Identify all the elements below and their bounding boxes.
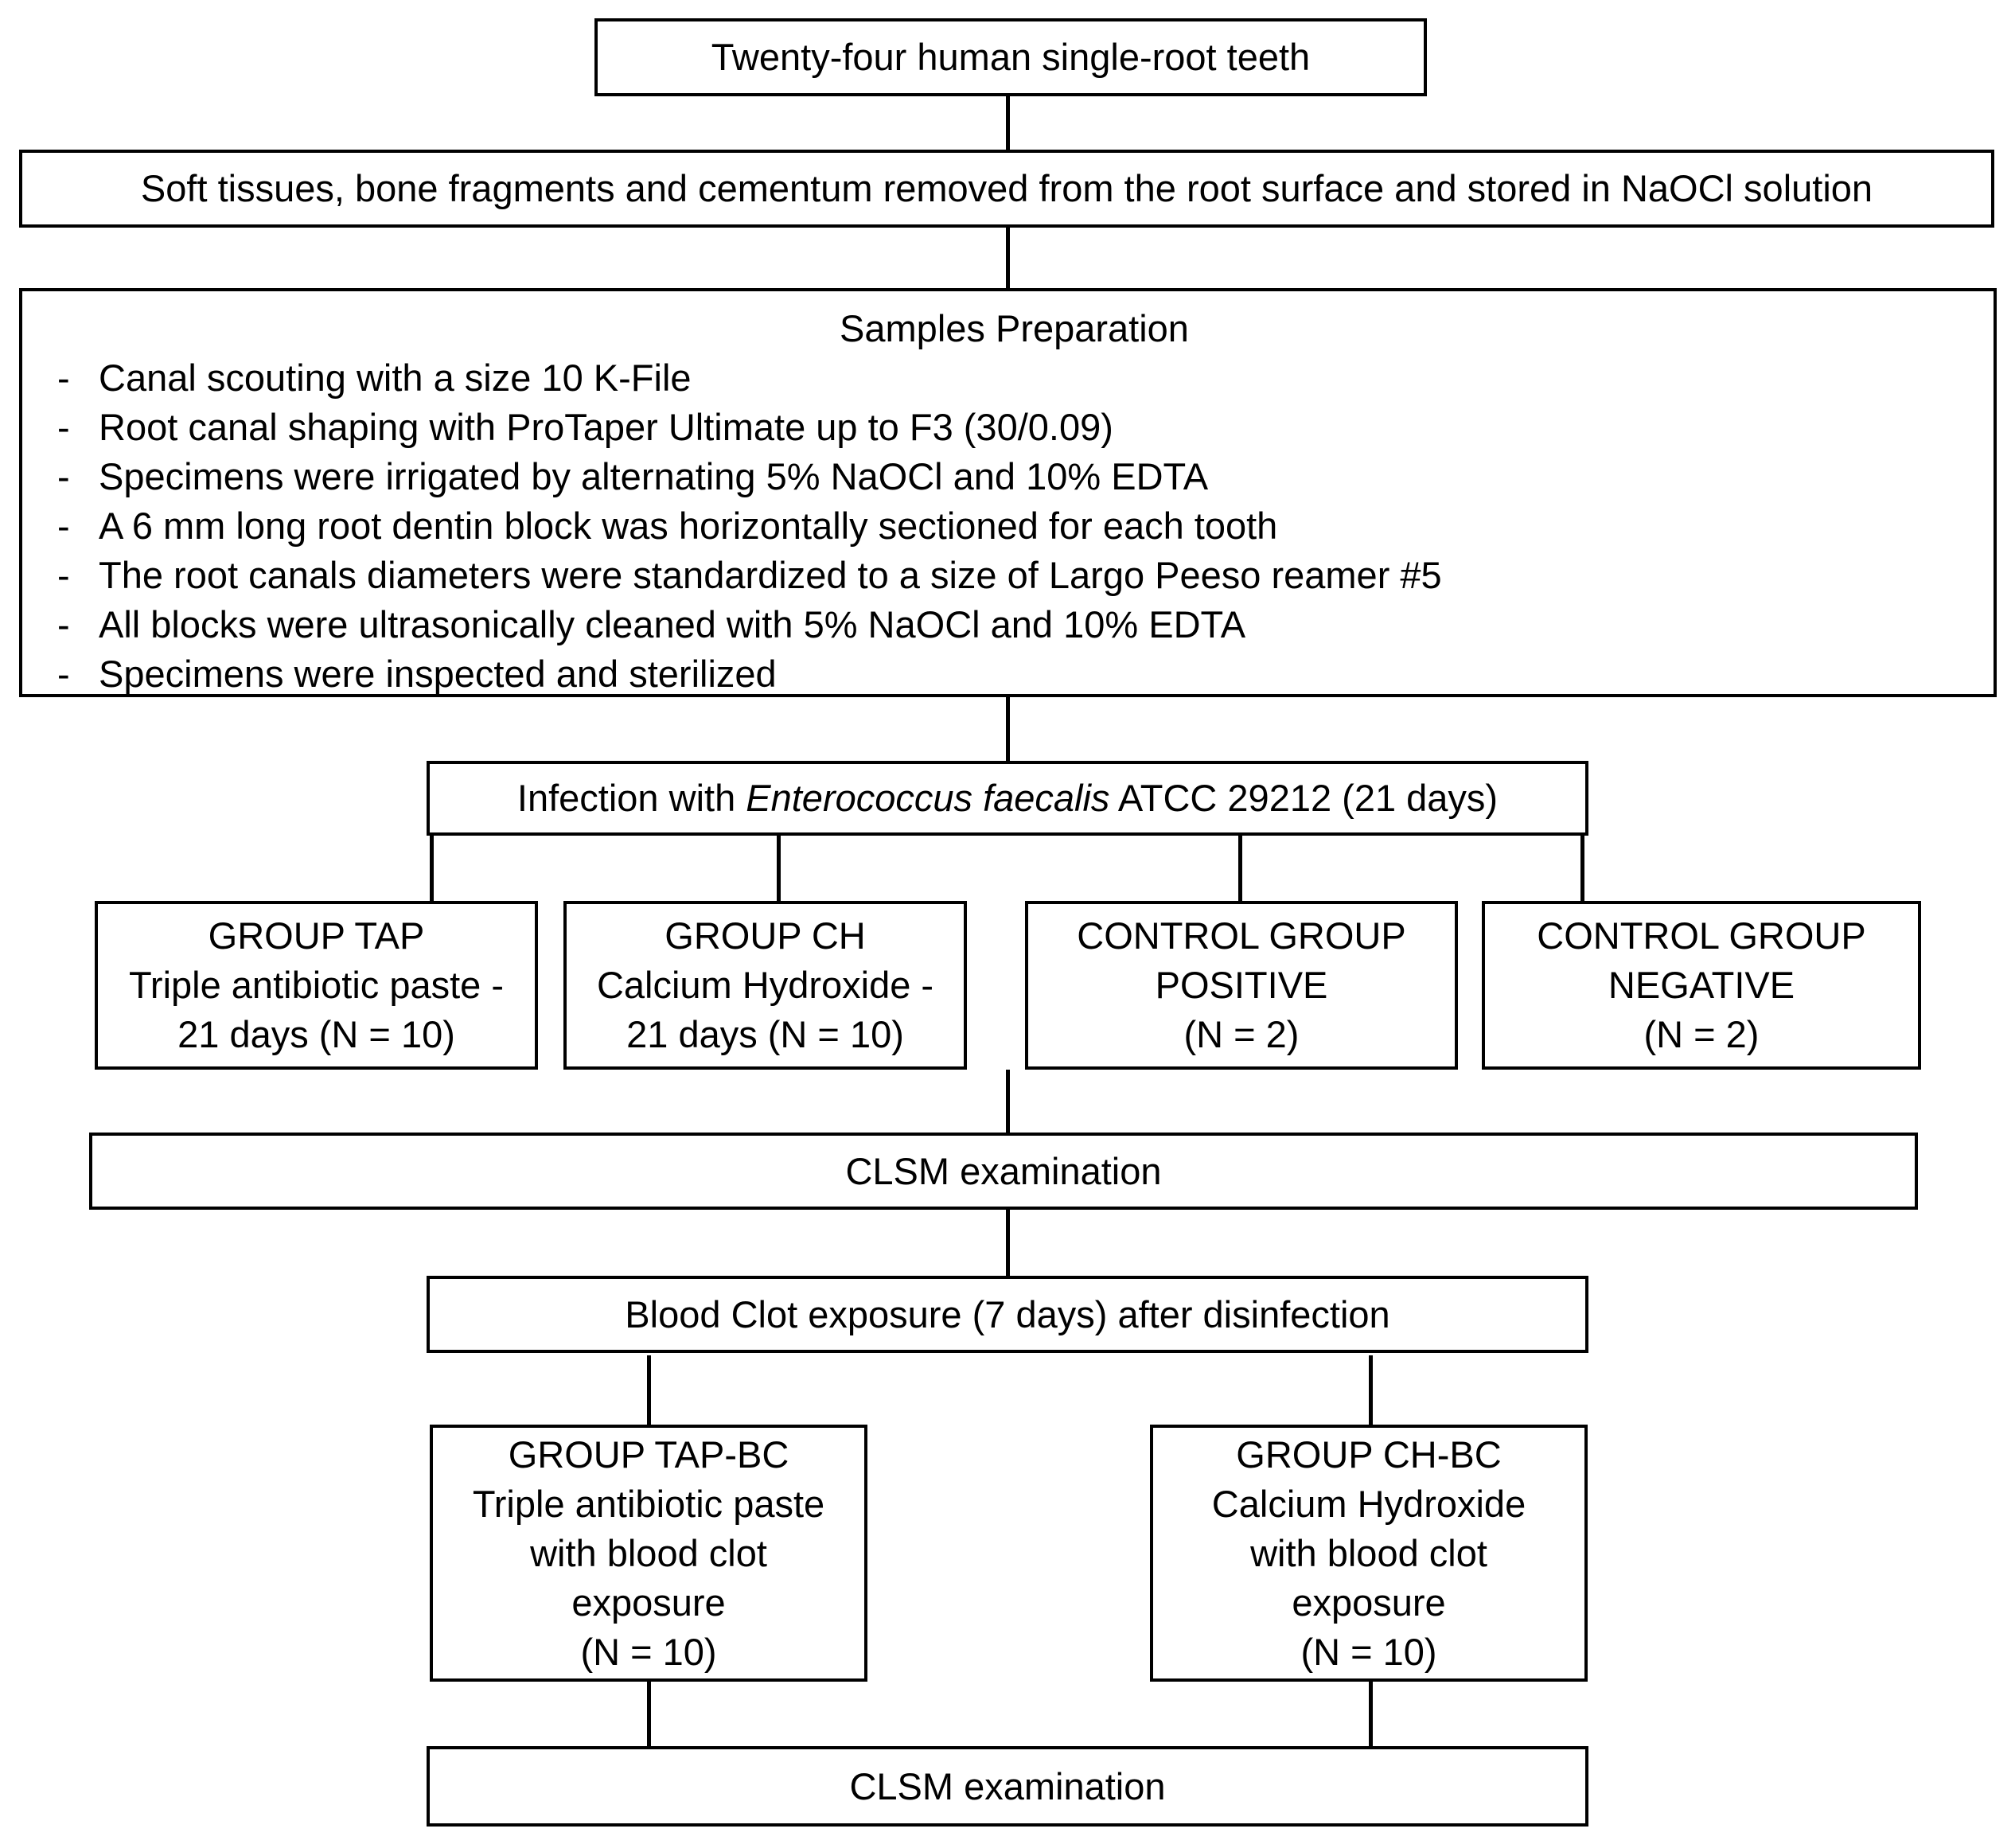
prep-bullet-row: - Specimens were irrigated by alternatin… <box>57 452 1971 501</box>
bullet-text: Specimens were inspected and sterilized <box>99 653 777 695</box>
box-teeth-sample: Twenty-four human single-root teeth <box>594 18 1427 96</box>
connector <box>430 836 434 901</box>
group-detail: exposure <box>571 1581 726 1624</box>
box-clsm-examination-1-label: CLSM examination <box>845 1149 1162 1192</box>
bullet-dash: - <box>57 455 70 497</box>
connector <box>647 1682 651 1746</box>
box-blood-clot-exposure-label: Blood Clot exposure (7 days) after disin… <box>625 1292 1390 1335</box>
bullet-text: Root canal shaping with ProTaper Ultimat… <box>99 406 1113 448</box>
box-group-ch-bc: GROUP CH-BC Calcium Hydroxide with blood… <box>1150 1425 1588 1682</box>
group-count: (N = 10) <box>1300 1630 1437 1673</box>
connector <box>1006 697 1010 761</box>
group-detail: Triple antibiotic paste - <box>128 964 505 1006</box>
box-clsm-examination-2: CLSM examination <box>427 1746 1588 1827</box>
group-title: GROUP CH-BC <box>1236 1433 1502 1476</box>
connector <box>777 836 781 901</box>
group-detail: with blood clot <box>530 1531 767 1574</box>
group-detail: POSITIVE <box>1155 964 1328 1006</box>
prep-bullet-row: - Canal scouting with a size 10 K-File <box>57 353 1971 403</box>
group-count: 21 days (N = 10) <box>177 1013 455 1055</box>
box-clsm-examination-2-label: CLSM examination <box>849 1764 1166 1807</box>
box-samples-preparation: Samples Preparation - Canal scouting wit… <box>19 288 1997 697</box>
box-control-negative: CONTROL GROUP NEGATIVE (N = 2) <box>1482 901 1921 1070</box>
box-infection-label: Infection with Enterococcus faecalis ATC… <box>517 774 1498 823</box>
bullet-text: All blocks were ultrasonically cleaned w… <box>99 603 1246 645</box>
prep-bullet-row: - A 6 mm long root dentin block was hori… <box>57 501 1971 551</box>
samples-preparation-title: Samples Preparation <box>840 307 1189 349</box>
box-infection: Infection with Enterococcus faecalis ATC… <box>427 761 1588 836</box>
prep-bullet-row: - Root canal shaping with ProTaper Ultim… <box>57 403 1971 452</box>
group-title: GROUP CH <box>665 914 866 957</box>
group-title: CONTROL GROUP <box>1537 914 1866 957</box>
connector <box>1238 836 1242 901</box>
group-title: GROUP TAP-BC <box>508 1433 789 1476</box>
prep-bullet-row: - The root canals diameters were standar… <box>57 551 1971 600</box>
group-detail: Calcium Hydroxide <box>1211 1482 1526 1525</box>
connector <box>1006 1070 1010 1133</box>
box-tissue-removal-label: Soft tissues, bone fragments and cementu… <box>140 167 1873 209</box>
box-group-tap-bc: GROUP TAP-BC Triple antibiotic paste wit… <box>430 1425 867 1682</box>
bullet-text: The root canals diameters were standardi… <box>99 554 1442 596</box>
bullet-dash: - <box>57 357 70 399</box>
connector <box>647 1355 651 1425</box>
infection-species: Enterococcus faecalis <box>746 777 1110 819</box>
group-count: (N = 2) <box>1643 1013 1760 1055</box>
box-control-positive: CONTROL GROUP POSITIVE (N = 2) <box>1025 901 1458 1070</box>
connector <box>1006 228 1010 288</box>
box-tissue-removal: Soft tissues, bone fragments and cementu… <box>19 150 1994 228</box>
connector <box>1580 836 1584 901</box>
bullet-dash: - <box>57 406 70 448</box>
infection-prefix: Infection with <box>516 777 746 819</box>
box-group-ch: GROUP CH Calcium Hydroxide - 21 days (N … <box>563 901 967 1070</box>
connector <box>1006 96 1010 150</box>
bullet-text: A 6 mm long root dentin block was horizo… <box>99 505 1278 547</box>
box-group-tap: GROUP TAP Triple antibiotic paste - 21 d… <box>95 901 538 1070</box>
group-detail: NEGATIVE <box>1608 964 1795 1006</box>
box-blood-clot-exposure: Blood Clot exposure (7 days) after disin… <box>427 1276 1588 1353</box>
bullet-dash: - <box>57 603 70 645</box>
bullet-dash: - <box>57 653 70 695</box>
group-detail: exposure <box>1292 1581 1446 1624</box>
connector <box>1369 1355 1373 1425</box>
infection-suffix: ATCC 29212 (21 days) <box>1109 777 1499 819</box>
group-detail: Calcium Hydroxide - <box>596 964 934 1006</box>
group-title: GROUP TAP <box>208 914 425 957</box>
bullet-text: Canal scouting with a size 10 K-File <box>99 357 692 399</box>
prep-bullet-row: - Specimens were inspected and sterilize… <box>57 649 1971 699</box>
group-count: (N = 2) <box>1183 1013 1300 1055</box>
group-detail: with blood clot <box>1250 1531 1487 1574</box>
group-count: 21 days (N = 10) <box>626 1013 904 1055</box>
box-teeth-sample-label: Twenty-four human single-root teeth <box>711 36 1311 78</box>
group-detail: Triple antibiotic paste <box>472 1482 825 1525</box>
group-title: CONTROL GROUP <box>1077 914 1406 957</box>
bullet-dash: - <box>57 554 70 596</box>
box-clsm-examination-1: CLSM examination <box>89 1133 1918 1210</box>
bullet-text: Specimens were irrigated by alternating … <box>99 455 1209 497</box>
prep-bullet-row: - All blocks were ultrasonically cleaned… <box>57 600 1971 649</box>
group-count: (N = 10) <box>580 1630 717 1673</box>
bullet-dash: - <box>57 505 70 547</box>
connector <box>1369 1682 1373 1746</box>
connector <box>1006 1210 1010 1276</box>
